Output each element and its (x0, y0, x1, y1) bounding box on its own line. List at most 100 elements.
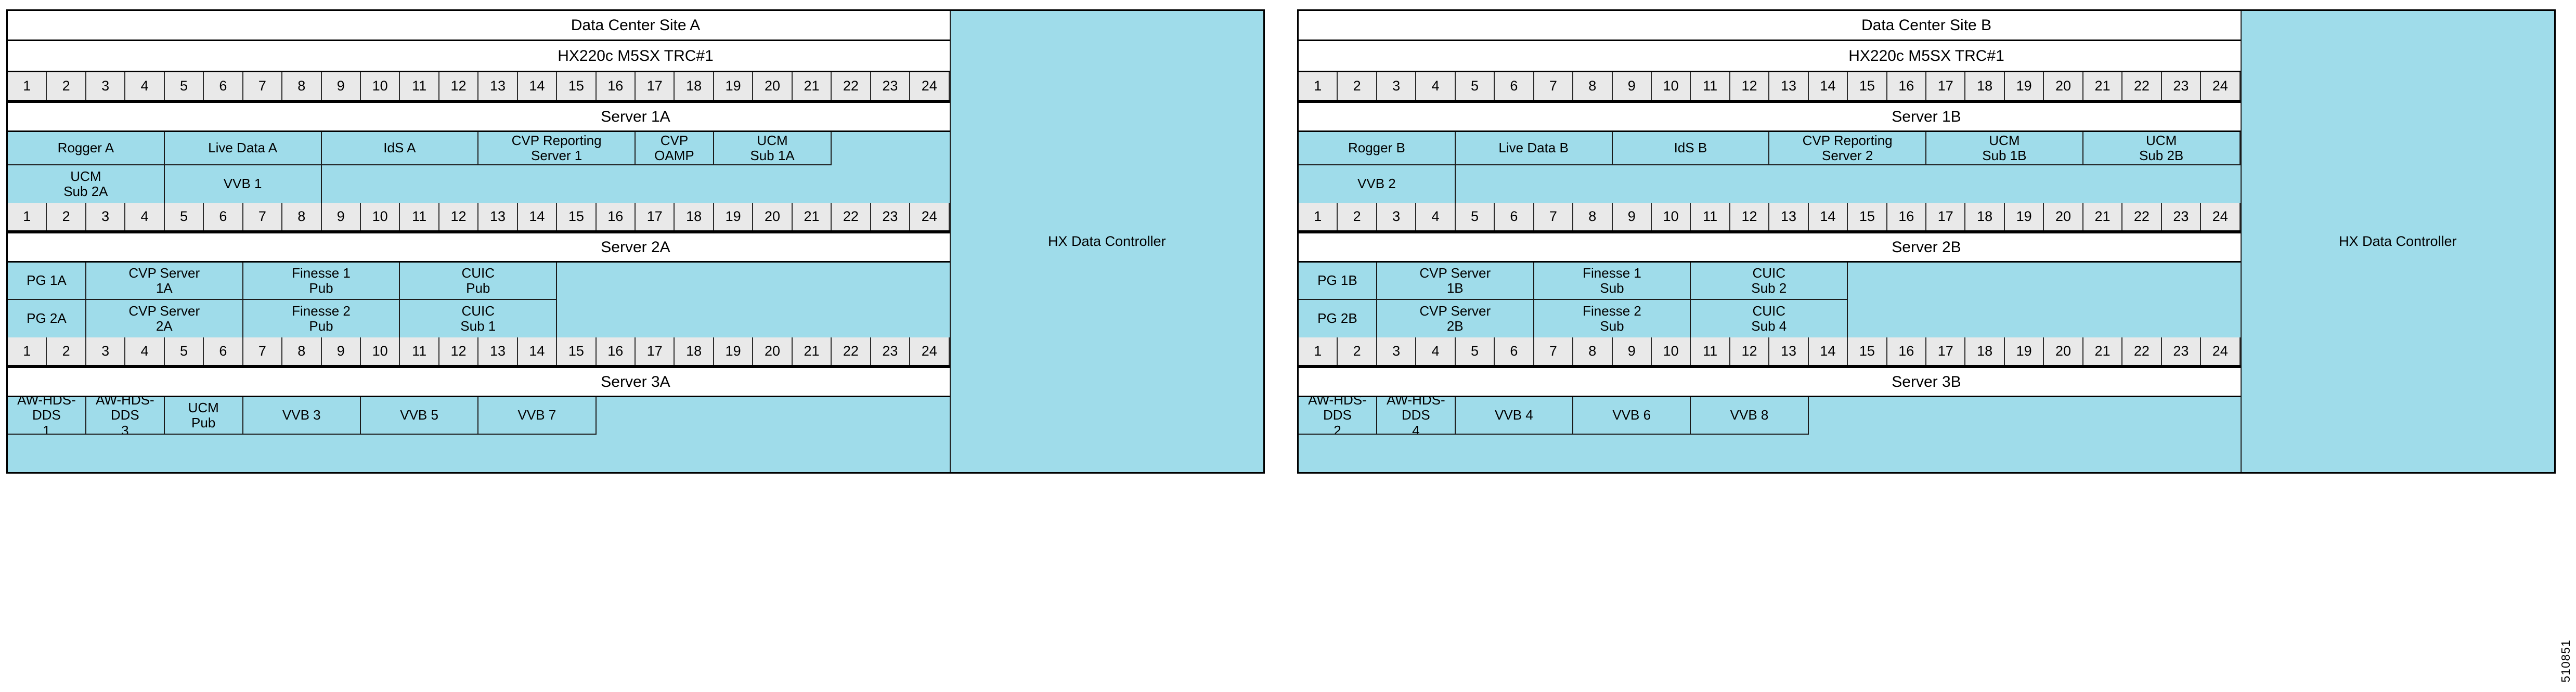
rack-unit-9: 9 (1613, 337, 1652, 365)
rack-unit-17: 17 (1926, 203, 1966, 230)
vm-cell[interactable]: PG 2B (1299, 300, 1377, 337)
rack-unit-3: 3 (86, 203, 126, 230)
vm-cell[interactable]: PG 1A (8, 263, 86, 300)
rack-unit-8: 8 (282, 337, 322, 365)
rack-unit-23: 23 (871, 337, 911, 365)
rack-unit-1: 1 (8, 337, 47, 365)
vm-cell[interactable]: Rogger A (8, 132, 165, 165)
vm-cell[interactable]: IdS B (1612, 132, 1770, 165)
vm-cell[interactable]: Live Data B (1455, 132, 1613, 165)
vm-empty-slot (1299, 435, 2241, 472)
vm-row (8, 435, 1263, 472)
rack-unit-20: 20 (2044, 337, 2083, 365)
rack-unit-23: 23 (2162, 337, 2202, 365)
rack-unit-13: 13 (478, 337, 518, 365)
rack-unit-3: 3 (86, 72, 126, 100)
vm-row: Rogger B Live Data B IdS B CVP Reporting… (1299, 132, 2554, 165)
rack-unit-9: 9 (322, 72, 361, 100)
rack-unit-23: 23 (871, 72, 911, 100)
rack-unit-4: 4 (125, 72, 165, 100)
rack-unit-16: 16 (597, 203, 636, 230)
rack-unit-15: 15 (557, 337, 597, 365)
vm-empty-slot (557, 300, 950, 337)
rack-unit-13: 13 (1769, 337, 1809, 365)
vm-cell[interactable]: Rogger B (1299, 132, 1456, 165)
vm-cell[interactable]: PG 2A (8, 300, 86, 337)
vm-cell[interactable]: IdS A (321, 132, 479, 165)
vm-cell[interactable]: VVB 2 (1299, 165, 1456, 203)
rack-unit-15: 15 (1848, 72, 1887, 100)
rack-unit-14: 14 (518, 72, 558, 100)
rack-unit-23: 23 (2162, 72, 2202, 100)
rack-unit-16: 16 (597, 72, 636, 100)
rack-unit-6: 6 (204, 203, 243, 230)
rack-unit-1: 1 (8, 72, 47, 100)
rack-unit-12: 12 (439, 203, 479, 230)
rack-unit-3: 3 (1377, 72, 1417, 100)
vm-cell[interactable]: VVB 7 (478, 397, 597, 435)
rack-unit-8: 8 (1573, 337, 1613, 365)
hx-data-controller: HX Data Controller (949, 11, 1263, 472)
vm-cell[interactable]: VVB 5 (360, 397, 479, 435)
rack-unit-15: 15 (557, 72, 597, 100)
rack-unit-18: 18 (675, 203, 714, 230)
rack-unit-21: 21 (2083, 72, 2123, 100)
vm-cell[interactable]: VVB 6 (1573, 397, 1691, 435)
vm-cell[interactable]: VVB 8 (1691, 397, 1809, 435)
rack-unit-22: 22 (2122, 337, 2162, 365)
rack-unit-20: 20 (753, 203, 793, 230)
rack-unit-22: 22 (832, 203, 871, 230)
vm-empty-slot (8, 435, 950, 472)
rack-unit-17: 17 (1926, 337, 1966, 365)
rack-unit-14: 14 (1809, 337, 1848, 365)
rack-unit-2: 2 (47, 337, 86, 365)
rack-unit-17: 17 (636, 337, 675, 365)
rack-unit-8: 8 (1573, 203, 1613, 230)
vm-cell[interactable]: VVB 3 (243, 397, 361, 435)
vm-cell[interactable]: VVB 1 (164, 165, 322, 203)
rack-unit-5: 5 (1456, 72, 1495, 100)
vm-cell[interactable]: PG 1B (1299, 263, 1377, 300)
rack-unit-2: 2 (1338, 203, 1377, 230)
rack-unit-18: 18 (1965, 72, 2005, 100)
vm-cell[interactable]: Live Data A (164, 132, 322, 165)
rack-unit-12: 12 (1730, 203, 1770, 230)
rack-unit-4: 4 (1416, 203, 1456, 230)
rack-unit-17: 17 (636, 72, 675, 100)
vm-cell[interactable]: VVB 4 (1455, 397, 1574, 435)
rack-unit-3: 3 (86, 337, 126, 365)
rack-unit-6: 6 (1495, 203, 1534, 230)
rack-unit-8: 8 (282, 203, 322, 230)
rack-unit-18: 18 (675, 337, 714, 365)
rack-unit-18: 18 (1965, 337, 2005, 365)
